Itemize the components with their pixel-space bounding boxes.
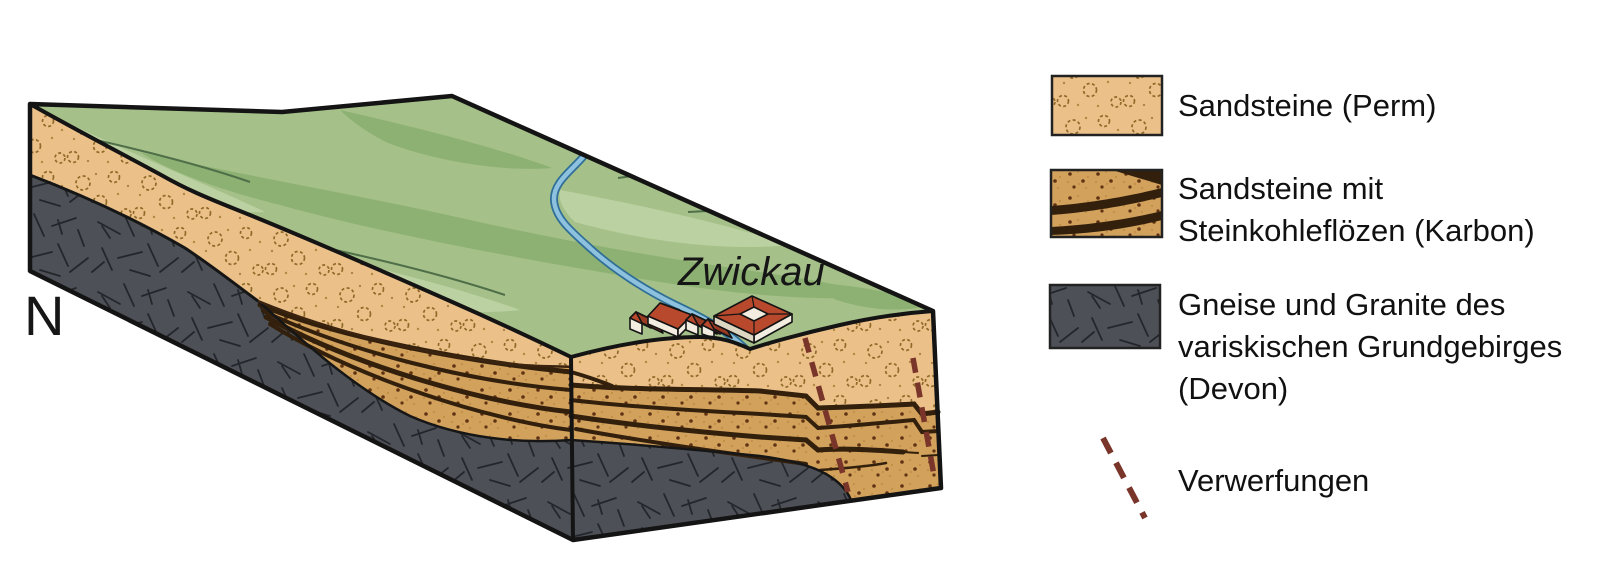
block-right-face <box>568 311 941 540</box>
surface-front-edge-left <box>28 102 573 359</box>
corner-edge <box>569 355 575 542</box>
left-perm-basement-boundary <box>29 173 259 303</box>
fault-line-symbol <box>1100 436 1148 520</box>
right-face-basement <box>571 440 851 540</box>
left-face-basement <box>30 175 573 540</box>
coal-seams-right <box>568 370 941 472</box>
north-label: N <box>24 284 65 347</box>
gneiss-granite-swatch <box>1048 283 1162 350</box>
fault-line-1 <box>802 337 851 493</box>
block-outlines <box>27 93 944 543</box>
left-basement-top-boundary <box>257 300 572 443</box>
karbon-coal-swatch <box>1049 168 1164 239</box>
legend-swatches <box>1048 74 1164 520</box>
left-perm-karbon-boundary <box>257 299 572 369</box>
legend-item-label-faults: Verwerfungen <box>1178 463 1370 498</box>
legend-item-label-devon: Gneise und Granite des variskischen Grun… <box>1178 287 1563 406</box>
left-face-karbon <box>258 301 571 442</box>
block-left-face <box>29 104 574 540</box>
right-basement-top-boundary <box>570 438 853 501</box>
right-face-karbon <box>571 385 941 500</box>
fault-lines <box>802 337 938 493</box>
zwickau-label: Zwickau <box>678 250 825 294</box>
perm-sandstone-swatch <box>1050 74 1164 137</box>
block-silhouette <box>27 93 944 543</box>
surface-front-edge-right <box>569 309 935 359</box>
legend-item-label-perm: Sandsteine (Perm) <box>1178 88 1437 123</box>
left-face-perm <box>30 104 571 367</box>
fault-line-2 <box>910 357 938 482</box>
legend-item-label-karbon: Sandsteine mit Steinkohleflözen (Karbon) <box>1178 171 1535 248</box>
